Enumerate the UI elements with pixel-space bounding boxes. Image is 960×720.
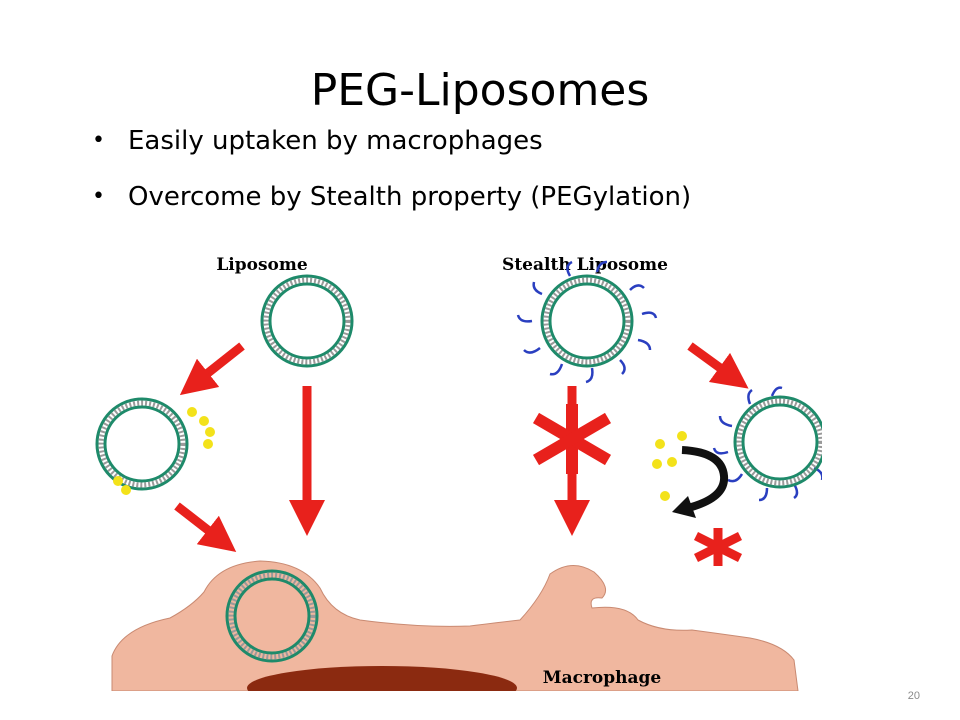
stealth-liposome-label: Stealth Liposome bbox=[502, 255, 668, 275]
bullet-list: • Easily uptaken by macrophages • Overco… bbox=[86, 122, 691, 234]
liposome-label: Liposome bbox=[216, 255, 308, 275]
bullet-text: Easily uptaken by macrophages bbox=[128, 126, 543, 156]
stealth-liposome-right bbox=[712, 386, 822, 502]
slide-title: PEG-Liposomes bbox=[310, 65, 650, 116]
arrow-icon bbox=[174, 502, 237, 553]
arrow-icon bbox=[687, 342, 749, 389]
opsonized-liposome bbox=[95, 397, 215, 495]
liposome-diagram: Liposome Stealth Liposome Macrophage bbox=[95, 255, 822, 691]
bullet-text: Overcome by Stealth property (PEGylation… bbox=[128, 182, 692, 212]
bullet-dot-icon: • bbox=[92, 184, 105, 209]
curved-arrow-head-icon bbox=[672, 496, 696, 518]
bullet-dot-icon: • bbox=[92, 128, 105, 153]
engulfed-liposome bbox=[225, 569, 319, 663]
bullet-item: • Overcome by Stealth property (PEGylati… bbox=[86, 178, 691, 216]
slide-number: 20 bbox=[907, 690, 920, 702]
macrophage-nucleus bbox=[247, 666, 517, 691]
stealth-liposome bbox=[516, 260, 658, 384]
blocked-asterisk-icon bbox=[532, 404, 612, 474]
blocked-asterisk-icon-small bbox=[693, 528, 743, 566]
curved-arrow-icon bbox=[681, 446, 729, 512]
free-opsonins bbox=[652, 431, 687, 501]
liposome bbox=[260, 274, 354, 368]
arrow-icon bbox=[179, 342, 245, 396]
macrophage-label: Macrophage bbox=[543, 668, 662, 688]
bullet-item: • Easily uptaken by macrophages bbox=[86, 122, 691, 160]
